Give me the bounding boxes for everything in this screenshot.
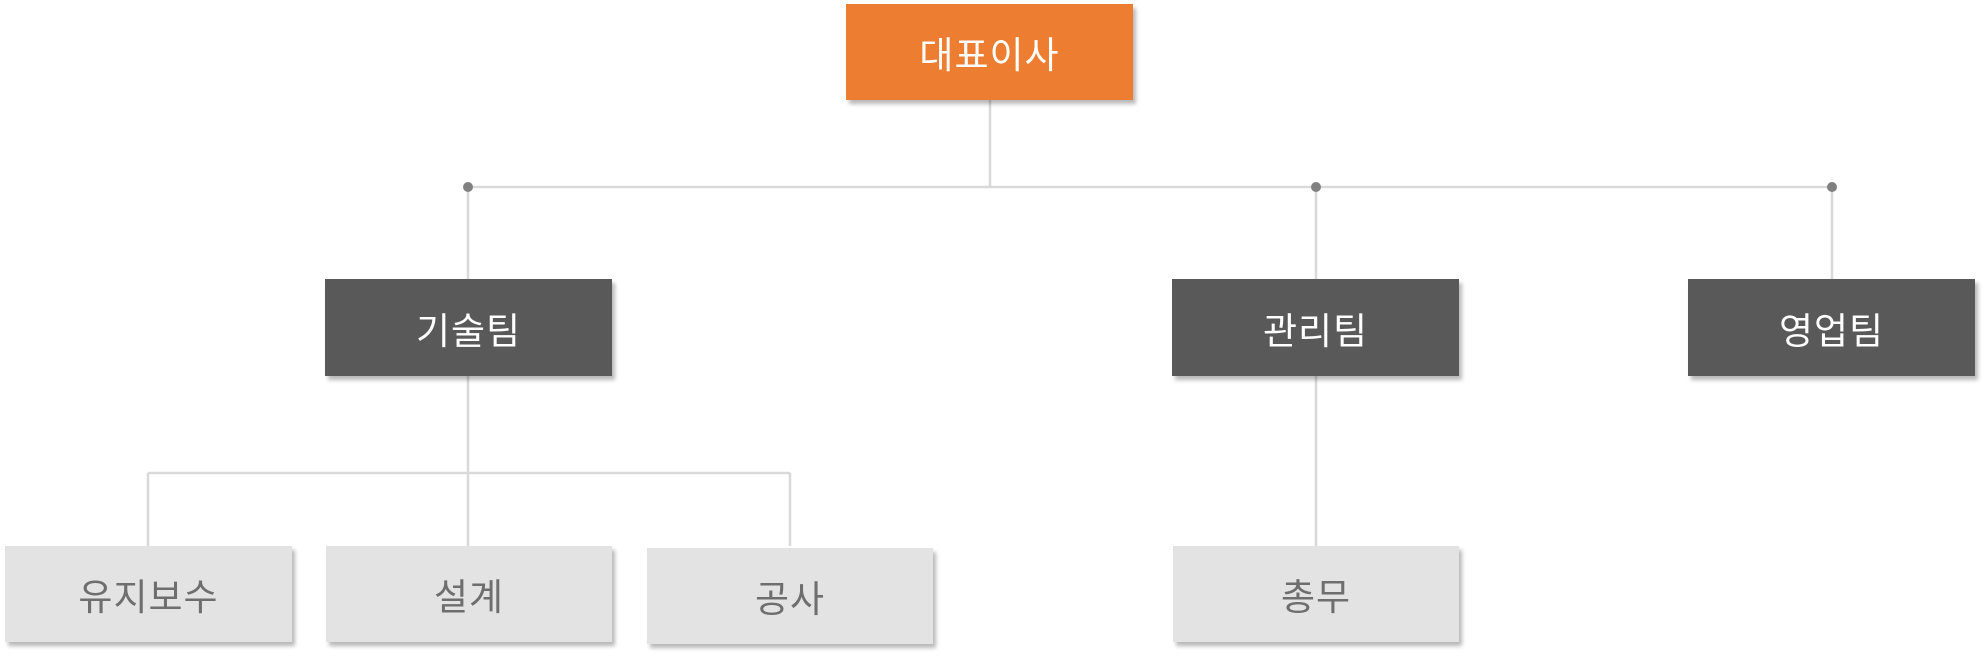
junction-dot-admin <box>1311 182 1321 192</box>
unit-box-general-affairs: 총무 <box>1173 546 1459 642</box>
junction-dot-tech <box>463 182 473 192</box>
junction-dot-sales <box>1827 182 1837 192</box>
team-label-tech: 기술팀 <box>415 309 522 353</box>
team-box-admin: 관리팀 <box>1172 279 1459 376</box>
unit-box-construction: 공사 <box>647 548 933 644</box>
unit-label-maintenance: 유지보수 <box>78 576 219 619</box>
team-box-sales: 영업팀 <box>1688 279 1975 376</box>
unit-box-design: 설계 <box>326 546 612 642</box>
unit-box-maintenance: 유지보수 <box>5 546 292 642</box>
team-label-admin: 관리팀 <box>1262 309 1369 353</box>
ceo-box: 대표이사 <box>846 4 1133 100</box>
unit-label-general-affairs: 총무 <box>1280 576 1352 619</box>
team-box-tech: 기술팀 <box>325 279 612 376</box>
team-label-sales: 영업팀 <box>1778 309 1885 353</box>
ceo-label: 대표이사 <box>919 34 1060 77</box>
unit-label-construction: 공사 <box>754 578 826 621</box>
unit-label-design: 설계 <box>433 576 505 619</box>
